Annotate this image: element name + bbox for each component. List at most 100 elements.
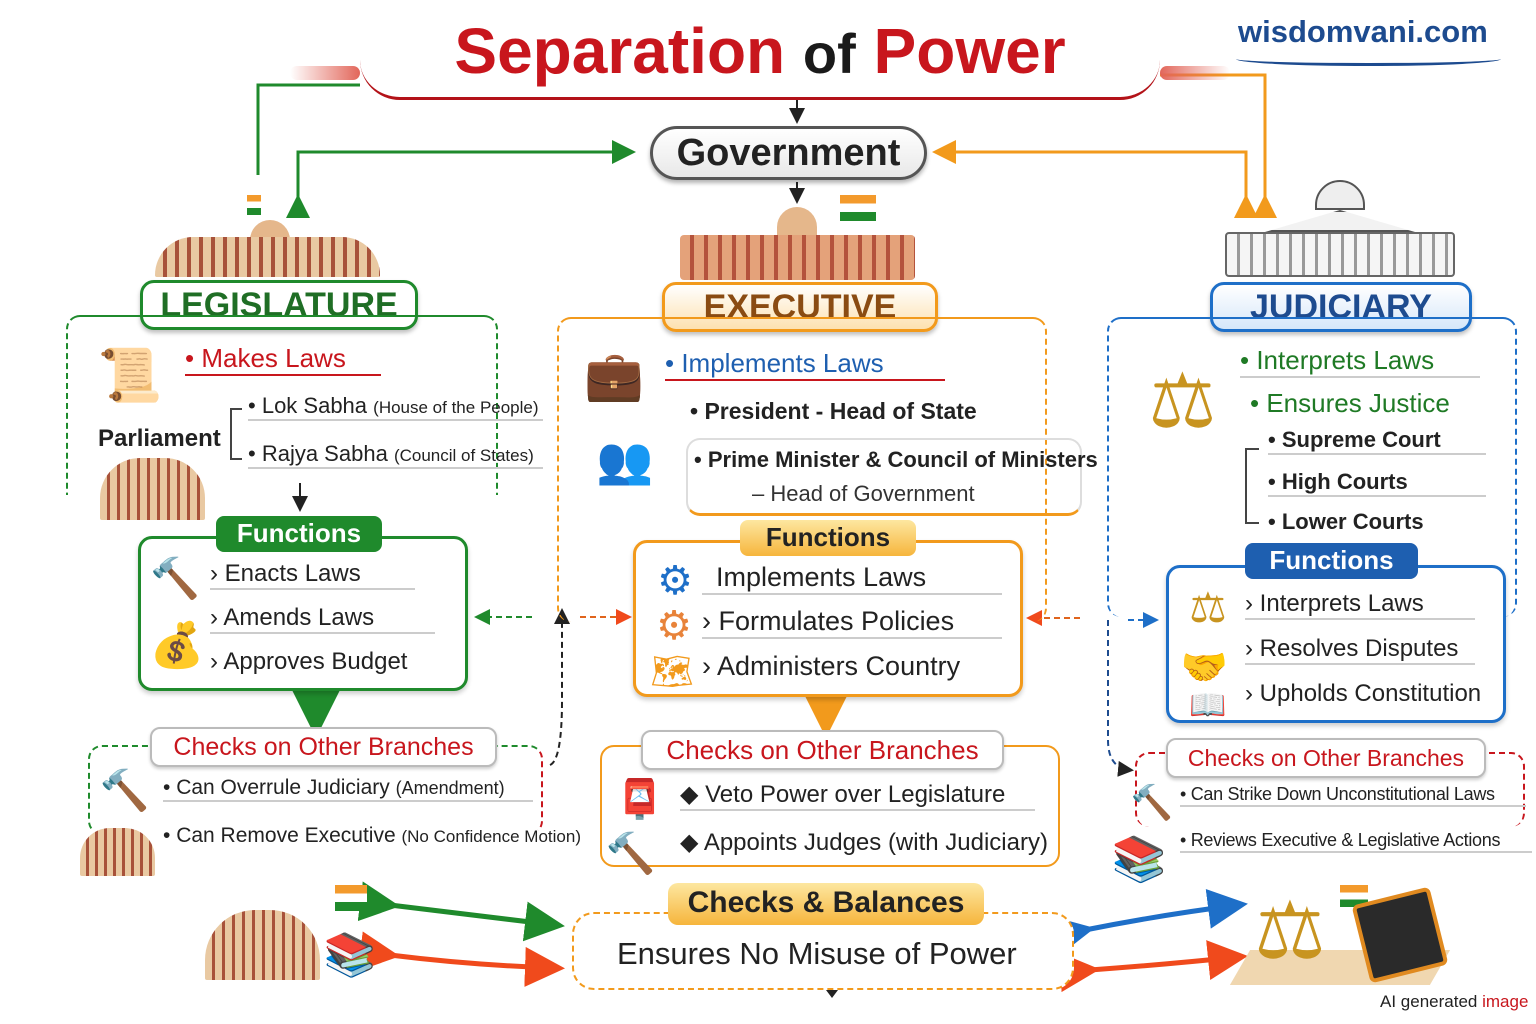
role-label: President - Head of State [704,398,977,424]
legislature-functions-title: Functions [216,516,382,552]
legislature-check-item: • Can Overrule Judiciary (Amendment) [163,776,533,802]
briefcase-icon: 💼 [584,349,644,403]
executive-functions-title: Functions [740,520,916,556]
judiciary-check-item: • Reviews Executive & Legislative Action… [1180,830,1532,853]
watermark-text: AI generated [1380,992,1478,1011]
site-logo-swoosh [1236,52,1501,66]
house-note: (Council of States) [393,446,534,465]
legislature-banner: LEGISLATURE [140,280,418,330]
function-label: Upholds Constitution [1259,680,1482,707]
court-label: Supreme Court [1281,427,1441,452]
checks-balances-title: Checks & Balances [668,883,984,925]
court-label: High Courts [1281,469,1408,494]
check-label: Can Remove Executive [176,824,396,847]
court-label: Lower Courts [1281,509,1424,534]
house-note: (House of the People) [373,398,539,417]
gavel-icon: 🔨 [605,831,656,876]
title-word: of [802,22,856,85]
parliament-books-illustration: 📚 [205,885,390,985]
function-label: Enacts Laws [224,560,361,587]
house-item: • Lok Sabha (House of the People) [248,393,543,421]
title-word: Power [873,15,1066,87]
check-note: (No Confidence Motion) [401,827,581,846]
executive-function-item: › Administers Country [702,651,961,681]
watermark-highlight: image [1482,992,1529,1011]
main-role-label: Interprets Laws [1256,345,1435,375]
handshake-icon: 🤝 [1180,646,1229,689]
function-label: Resolves Disputes [1259,635,1459,662]
page-title: Separation of Power [360,14,1160,100]
gavel-icon: 🔨 [150,556,200,601]
legislature-main-role: • Makes Laws [185,343,381,376]
government-node: Government [650,126,927,180]
executive-role-item: • Prime Minister & Council of Ministers [694,447,1098,472]
site-logo: wisdomvani.com [1238,14,1488,49]
money-bag-icon: 💰 [149,621,205,670]
check-label: Appoints Judges (with Judiciary) [703,829,1048,856]
council-meeting-icon: 👥 [596,433,654,486]
executive-function-item: Implements Laws [702,562,1002,595]
role-label: Prime Minister & Council of Ministers [707,447,1098,472]
main-role-label: Makes Laws [201,343,346,373]
scales-of-justice-icon: ⚖ [1148,358,1217,444]
check-label: Reviews Executive & Legislative Actions [1190,830,1501,850]
judiciary-check-item: • Can Strike Down Unconstitutional Laws [1180,784,1526,807]
title-swoosh-left [290,66,360,80]
judiciary-function-item: › Resolves Disputes [1245,635,1475,665]
main-role-label: Ensures Justice [1266,388,1450,418]
legislature-panel [66,315,498,495]
gavel-icon: 🔨 [1130,784,1174,822]
gear-icon: ⚙ [657,559,693,603]
executive-check-item: ◆ Veto Power over Legislature [680,780,1035,811]
check-note: (Amendment) [395,778,505,798]
function-label: Approves Budget [223,648,408,675]
executive-check-item: ◆ Appoints Judges (with Judiciary) [680,829,1048,856]
executive-role-subtext: – Head of Government [752,481,975,506]
title-swoosh-right [1160,66,1230,80]
parliament-small-icon [100,458,205,520]
function-label: Formulates Policies [718,606,955,636]
title-word: Separation [454,15,786,87]
ai-generated-watermark: AI generated image [1380,992,1528,1012]
executive-roles-box [686,438,1082,516]
courts-bracket [1245,448,1259,524]
function-label: Amends Laws [223,604,375,631]
parliament-small-icon [80,828,155,876]
india-map-icon: 🗺 [650,653,694,691]
judiciary-function-item: › Interprets Laws [1245,590,1475,620]
court-item: • Lower Courts [1268,509,1424,534]
legislature-check-item: • Can Remove Executive (No Confidence Mo… [163,824,581,847]
executive-function-item: › Formulates Policies [702,606,1002,639]
check-label: Can Strike Down Unconstitutional Laws [1190,784,1495,804]
law-books-icon: 📚 [1111,835,1167,884]
legislature-function-item: › Enacts Laws [210,560,415,590]
judiciary-main-role: • Interprets Laws [1240,345,1480,378]
scroll-quill-icon: 📜 [97,346,163,405]
function-label: Implements Laws [716,562,927,592]
court-item: • High Courts [1268,469,1486,497]
open-book-icon: 📖 [1189,689,1227,722]
executive-banner: EXECUTIVE [662,282,938,332]
veto-stamp-icon: 📮 [616,779,664,821]
judiciary-panel [1107,317,1517,617]
function-label: Administers Country [717,651,961,681]
supreme-court-building-icon [1225,180,1455,280]
gears-icon: ⚙ [656,604,692,648]
judiciary-functions-title: Functions [1245,543,1418,579]
parliament-label: Parliament [98,425,221,452]
judiciary-main-role: • Ensures Justice [1250,388,1450,418]
scales-icon: ⚖ [1189,584,1227,631]
legislature-function-item: › Approves Budget [210,648,408,675]
main-role-label: Implements Laws [681,348,884,378]
judiciary-banner: JUDICIARY [1210,282,1472,332]
check-label: Veto Power over Legislature [705,781,1006,808]
executive-role-item: • President - Head of State [690,398,977,424]
court-item: • Supreme Court [1268,427,1486,455]
gavel-icon: 🔨 [99,768,150,813]
parliament-building-icon [155,195,380,280]
executive-checks-title: Checks on Other Branches [641,730,1004,770]
house-item: • Rajya Sabha (Council of States) [248,441,543,469]
judiciary-checks-title: Checks on Other Branches [1166,738,1486,778]
legislature-function-item: › Amends Laws [210,604,435,634]
function-label: Interprets Laws [1259,590,1424,617]
